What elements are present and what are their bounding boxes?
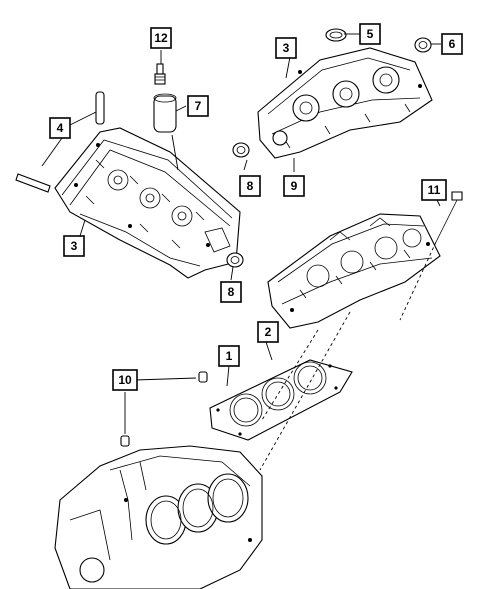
cam-plug-seal-6 (414, 37, 432, 53)
right-upper-cylinder-head (257, 47, 433, 159)
callout-9: 9 (283, 175, 305, 197)
callout-3-left: 3 (63, 235, 85, 257)
leader-lines (41, 33, 441, 471)
callout-5: 5 (359, 23, 381, 45)
callout-8-upper: 8 (239, 175, 261, 197)
callout-1-label: 1 (226, 349, 233, 363)
callout-11-label: 11 (428, 183, 441, 197)
callout-1: 1 (218, 345, 240, 367)
head-bolt (399, 191, 463, 321)
callout-11: 11 (421, 179, 447, 201)
callout-8-lower: 8 (220, 281, 242, 303)
callout-3-top: 3 (275, 37, 297, 59)
right-lower-cylinder-head (267, 213, 441, 329)
callout-2: 2 (257, 321, 279, 343)
callout-5-label: 5 (367, 27, 374, 41)
dowel-pin-10-upper (198, 371, 208, 383)
callout-9-label: 9 (291, 179, 298, 193)
callout-10: 10 (112, 369, 138, 391)
callout-6-label: 6 (449, 37, 456, 51)
dowel-pin-lower (15, 173, 51, 193)
callout-12: 12 (150, 27, 172, 49)
callout-3-top-label: 3 (283, 41, 290, 55)
callout-12-label: 12 (154, 31, 168, 45)
left-cylinder-head (54, 127, 241, 279)
spark-plug-tube (153, 93, 177, 133)
callout-7: 7 (187, 95, 209, 117)
callout-6: 6 (441, 33, 463, 55)
head-gasket (209, 359, 353, 441)
callout-4: 4 (49, 117, 71, 139)
spark-plug (154, 63, 166, 85)
cam-plug-seal-5 (325, 28, 347, 42)
dowel-pin-10-lower (120, 435, 130, 447)
engine-block (54, 445, 263, 589)
callout-8-lower-label: 8 (228, 285, 235, 299)
callout-10-label: 10 (118, 373, 132, 387)
callout-2-label: 2 (265, 325, 272, 339)
callout-8-upper-label: 8 (247, 179, 254, 193)
callout-4-label: 4 (57, 121, 64, 135)
callout-3-left-label: 3 (71, 239, 78, 253)
callout-7-label: 7 (195, 99, 202, 113)
dowel-pin-upper (95, 91, 105, 125)
seal-8-lower (226, 252, 244, 268)
seal-8-upper (232, 142, 250, 158)
